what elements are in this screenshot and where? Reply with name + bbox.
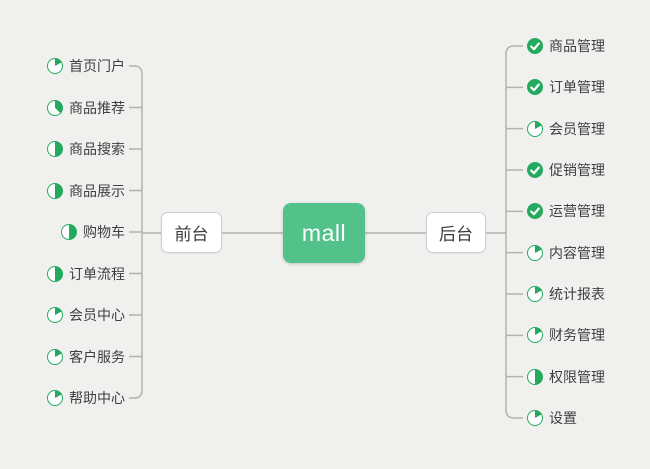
item-label: 促销管理 xyxy=(549,162,605,178)
item-label: 订单流程 xyxy=(69,265,125,282)
mindmap-item[interactable]: 客户服务 xyxy=(47,347,125,367)
task-done-check-icon xyxy=(527,162,543,178)
item-label: 订单管理 xyxy=(549,79,605,96)
task-progress-pie-icon xyxy=(47,141,63,157)
branch-backend-label: 后台 xyxy=(439,225,473,244)
mindmap-item[interactable]: 财务管理 xyxy=(527,325,605,345)
branch-connector-path xyxy=(129,45,523,419)
item-label: 首页门户 xyxy=(69,58,125,74)
task-progress-pie-icon xyxy=(61,224,77,240)
branch-node-backend[interactable]: 后台 xyxy=(426,212,486,253)
mindmap-item[interactable]: 统计报表 xyxy=(527,284,605,304)
item-label: 统计报表 xyxy=(549,286,605,302)
item-label: 帮助中心 xyxy=(69,390,125,406)
item-label: 客户服务 xyxy=(69,348,125,365)
task-done-check-icon xyxy=(527,203,543,220)
item-label: 购物车 xyxy=(83,224,125,240)
item-label: 财务管理 xyxy=(549,327,605,344)
item-label: 权限管理 xyxy=(549,368,605,385)
task-progress-pie-icon xyxy=(47,348,63,365)
item-label: 商品管理 xyxy=(549,38,605,54)
item-label: 设置 xyxy=(549,410,577,426)
task-progress-pie-icon xyxy=(47,58,63,74)
branch-frontend-label: 前台 xyxy=(174,225,209,244)
task-progress-pie-icon xyxy=(527,286,543,302)
item-label: 商品搜索 xyxy=(69,141,125,157)
task-done-check-icon xyxy=(527,38,543,54)
task-progress-pie-icon xyxy=(527,368,543,385)
task-progress-pie-icon xyxy=(47,265,63,282)
task-progress-pie-icon xyxy=(527,410,543,426)
mindmap-item[interactable]: 商品推荐 xyxy=(47,98,125,118)
task-progress-pie-icon xyxy=(47,307,63,323)
mindmap-item[interactable]: 运营管理 xyxy=(527,201,605,221)
item-label: 商品展示 xyxy=(69,182,125,199)
mindmap-item[interactable]: 商品搜索 xyxy=(47,139,125,159)
mindmap-item[interactable]: 促销管理 xyxy=(527,160,605,180)
item-label: 会员管理 xyxy=(549,120,605,137)
mindmap-item[interactable]: 订单流程 xyxy=(47,264,125,284)
root-node-mall[interactable]: mall xyxy=(283,203,365,263)
mindmap-item[interactable]: 会员管理 xyxy=(527,119,605,139)
mindmap-item[interactable]: 商品管理 xyxy=(527,36,605,56)
mindmap-item[interactable]: 设置 xyxy=(527,408,577,428)
mindmap-item[interactable]: 购物车 xyxy=(61,222,125,242)
task-progress-pie-icon xyxy=(527,244,543,261)
task-progress-pie-icon xyxy=(47,182,63,199)
item-label: 内容管理 xyxy=(549,244,605,261)
task-progress-pie-icon xyxy=(47,390,63,406)
task-progress-pie-icon xyxy=(527,327,543,344)
task-progress-pie-icon xyxy=(47,99,63,116)
mindmap-item[interactable]: 会员中心 xyxy=(47,305,125,325)
mindmap-item[interactable]: 首页门户 xyxy=(47,56,125,76)
mindmap-item[interactable]: 帮助中心 xyxy=(47,388,125,408)
branch-node-frontend[interactable]: 前台 xyxy=(161,212,222,253)
mindmap-item[interactable]: 内容管理 xyxy=(527,243,605,263)
item-label: 会员中心 xyxy=(69,307,125,323)
item-label: 运营管理 xyxy=(549,203,605,220)
task-progress-pie-icon xyxy=(527,120,543,137)
mindmap-item[interactable]: 权限管理 xyxy=(527,367,605,387)
item-label: 商品推荐 xyxy=(69,99,125,116)
task-done-check-icon xyxy=(527,79,543,96)
root-label: mall xyxy=(301,219,347,246)
mindmap-item[interactable]: 商品展示 xyxy=(47,181,125,201)
mindmap-item[interactable]: 订单管理 xyxy=(527,77,605,97)
